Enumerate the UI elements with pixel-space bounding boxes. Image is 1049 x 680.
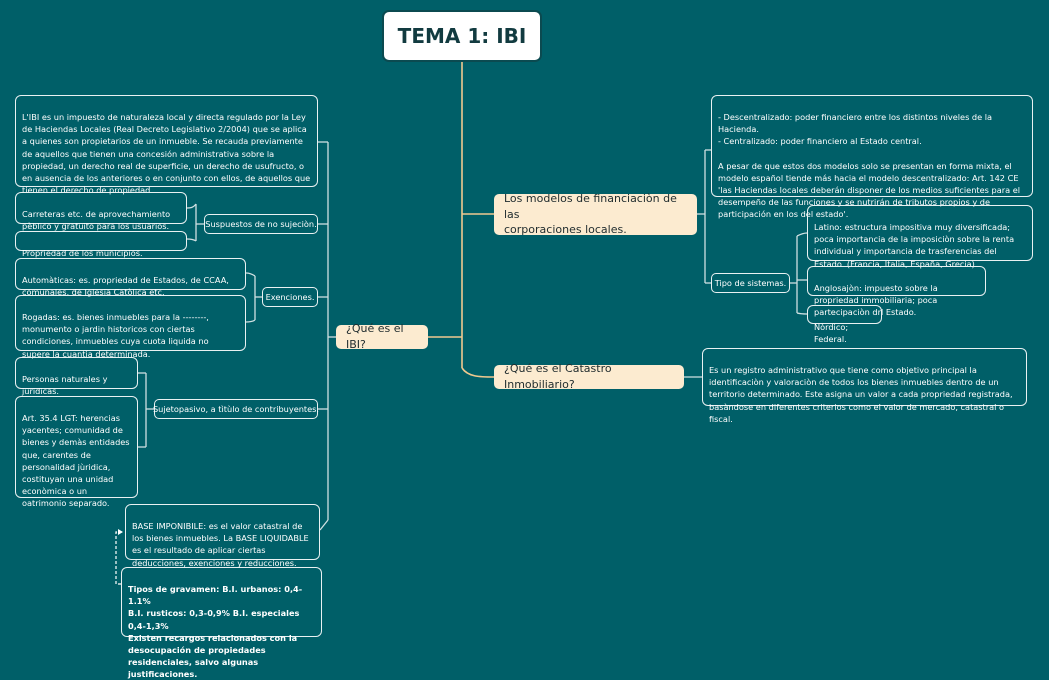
connector-lines bbox=[115, 62, 808, 585]
root-topic[interactable]: TEMA 1: IBI bbox=[382, 10, 542, 62]
tipo-sistemas-node[interactable]: Tipo de sistemas. bbox=[711, 273, 790, 293]
mind-map: TEMA 1: IBI Los modelos de financiaciòn … bbox=[15, 10, 1033, 679]
exenciones-node[interactable]: Exenciones. bbox=[262, 287, 318, 307]
base-imponible[interactable]: BASE IMPONIBILE: es el valor catastral d… bbox=[125, 504, 320, 568]
topic-ibi[interactable]: ¿Qué es el IBI? bbox=[336, 322, 428, 351]
sujecion-node[interactable]: Suspuestos de no sujeciòn. bbox=[204, 214, 318, 234]
sistema-anglosajon[interactable]: Anglosajòn: impuesto sobre la propriedad… bbox=[807, 266, 986, 317]
catastro-description[interactable]: Es un registro administrativo que tiene … bbox=[702, 348, 1027, 424]
topic-financiacion[interactable]: Los modelos de financiaciòn de las corpo… bbox=[494, 192, 697, 236]
sujecion-municipios[interactable]: Propriedad de los municipios. bbox=[15, 231, 187, 258]
financiacion-description[interactable]: - Descentralizado: poder financiero entr… bbox=[711, 95, 1033, 219]
topic-ibi-label: ¿Qué es el IBI? bbox=[346, 322, 404, 351]
topic-financiacion-label: Los modelos de financiaciòn de las corpo… bbox=[504, 191, 677, 237]
sistema-nordico[interactable]: Nòrdico; Federal. bbox=[807, 305, 882, 344]
sujecion-carreteras[interactable]: Carreteras etc. de aprovechamiento pèbli… bbox=[15, 192, 187, 231]
sujeto-pasivo-node[interactable]: Sujetopasivo, a tìtùlo de contribuyentes… bbox=[153, 399, 319, 419]
sujeto-personas[interactable]: Personas naturales y juridicas. bbox=[15, 357, 138, 396]
exenciones-automaticas[interactable]: Automàticas: es. propriedad de Estados, … bbox=[15, 258, 246, 297]
exenciones-rogadas[interactable]: Rogadas: es. bienes inmuebles para la --… bbox=[15, 295, 246, 359]
topic-catastro-label: ¿Qué es el Catastro Inmobiliario? bbox=[504, 362, 612, 391]
root-title: TEMA 1: IBI bbox=[397, 24, 527, 48]
sistema-latino[interactable]: Latino: estructura impositiva muy divers… bbox=[807, 205, 1033, 269]
topic-catastro[interactable]: ¿Qué es el Catastro Inmobiliario? bbox=[494, 362, 684, 391]
sujeto-art-35[interactable]: Art. 35.4 LGT: herencias yacentes; comun… bbox=[15, 396, 138, 508]
tipos-gravamen[interactable]: Tipos de gravamen: B.I. urbanos: 0,4-1.1… bbox=[121, 567, 322, 679]
ibi-definition[interactable]: L'IBI es un impuesto de naturaleza local… bbox=[15, 95, 318, 195]
